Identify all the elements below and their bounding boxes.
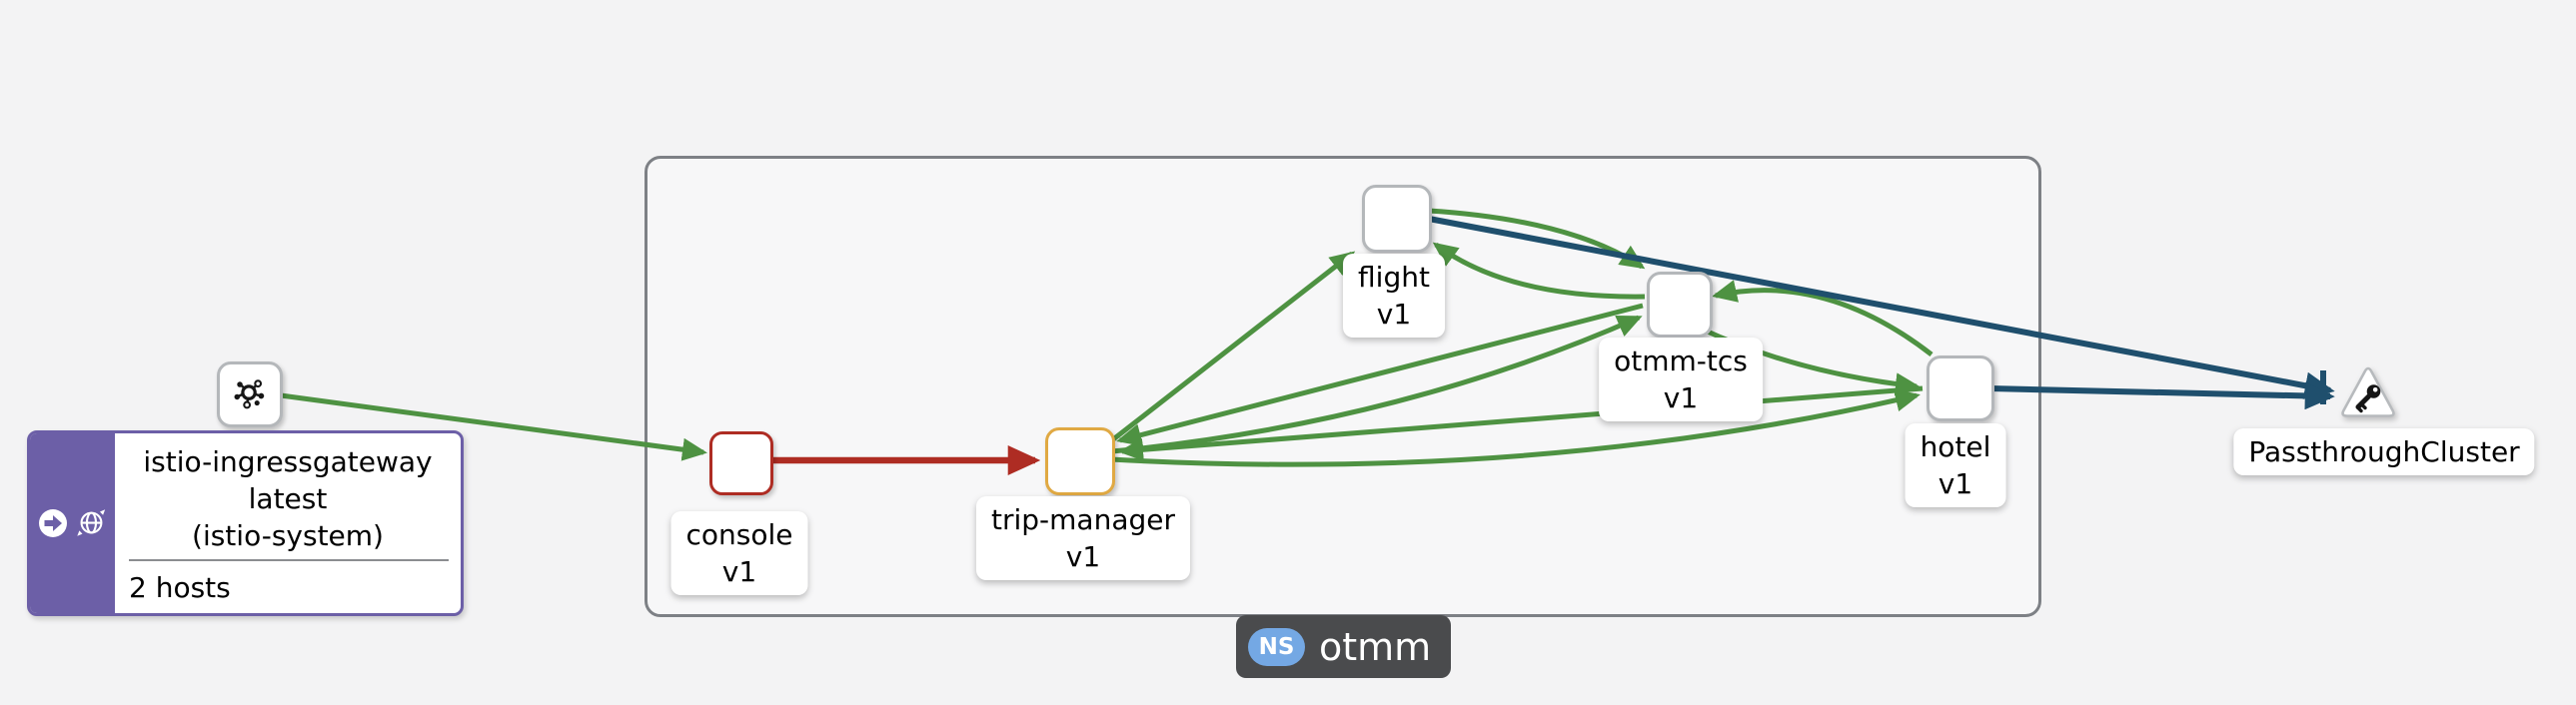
edge-hotel-trip-manager[interactable] [1118, 385, 1924, 461]
node-label-flight[interactable]: flight v1 [1343, 254, 1445, 338]
edge-hotel-otmm-tcs[interactable] [1712, 280, 1933, 356]
edge-flight-passthroughcluster[interactable] [1428, 216, 2335, 399]
node-flight[interactable] [1362, 185, 1432, 253]
node-trip-manager[interactable] [1045, 427, 1115, 495]
gateway-name: istio-ingressgateway [143, 445, 433, 478]
edge-trip-manager-flight[interactable] [1106, 251, 1356, 445]
gateway-info-panel: istio-ingressgateway latest (istio-syste… [115, 433, 461, 613]
namespace-group-box-otmm[interactable] [644, 156, 2041, 617]
mesh-icon [234, 379, 265, 409]
node-label-trip-manager[interactable]: trip-manager v1 [976, 496, 1190, 580]
node-istio-ingressgateway-workload[interactable] [217, 361, 283, 427]
node-otmm-tcs[interactable] [1647, 272, 1713, 338]
namespace-badge[interactable]: NS otmm [1236, 615, 1451, 678]
edge-otmm-tcs-trip-manager[interactable] [1116, 303, 1644, 446]
node-console[interactable] [709, 431, 773, 495]
edge-otmm-tcs-flight[interactable] [1432, 242, 1646, 300]
node-label-hotel[interactable]: hotel v1 [1905, 423, 2006, 507]
edge-trip-manager-otmm-tcs[interactable] [1111, 315, 1643, 454]
node-passthroughcluster[interactable] [2340, 362, 2396, 422]
gateway-version: latest [248, 482, 328, 515]
node-label-console[interactable]: console v1 [670, 511, 808, 595]
edge-ingressgateway-console[interactable] [280, 392, 707, 461]
namespace-ns-pill: NS [1248, 627, 1305, 666]
gateway-divider [129, 559, 449, 561]
arrow-circle-icon [38, 509, 67, 537]
key-icon [2355, 384, 2381, 413]
namespace-name: otmm [1319, 624, 1432, 669]
gateway-globe-icon [76, 509, 105, 536]
gateway-badge-panel [30, 433, 115, 613]
gateway-namespace: (istio-system) [192, 519, 384, 552]
edge-trip-manager-hotel[interactable] [1110, 388, 1921, 467]
node-istio-ingressgateway-box[interactable]: istio-ingressgateway latest (istio-syste… [27, 430, 464, 616]
edge-hotel-passthroughcluster[interactable] [1989, 381, 2335, 410]
gateway-hosts-count: 2 hosts [129, 570, 231, 604]
node-hotel[interactable] [1927, 355, 1994, 421]
node-label-passthroughcluster[interactable]: PassthroughCluster [2233, 428, 2535, 475]
node-label-otmm-tcs[interactable]: otmm-tcs v1 [1599, 338, 1763, 421]
